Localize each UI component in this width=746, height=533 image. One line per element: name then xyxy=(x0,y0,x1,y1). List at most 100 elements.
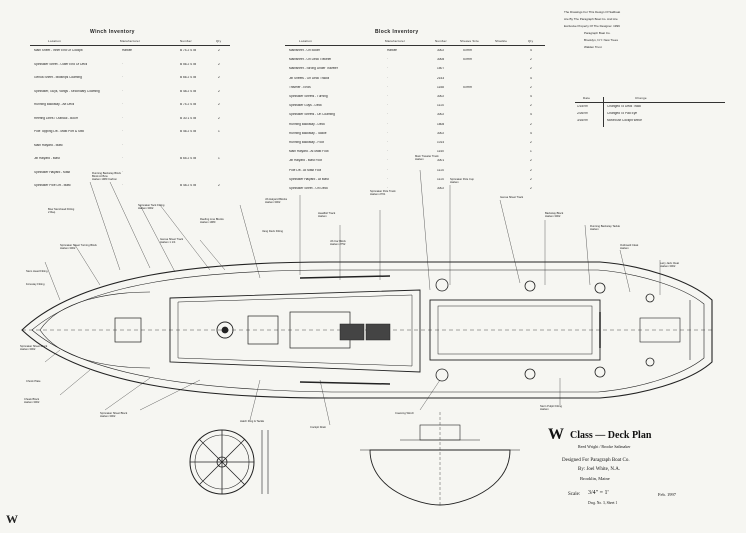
table-cell: B 30.1 STB xyxy=(180,116,197,120)
callout: Spinnaker Pole Cup Harken xyxy=(450,178,474,185)
table-cell: Running Backstay - Deck xyxy=(289,122,325,126)
table-cell: 2 xyxy=(530,141,532,144)
callout: Jib Car Block Harken 2752 xyxy=(330,240,346,247)
table-cell: 1808 xyxy=(437,122,445,126)
class-logo: W xyxy=(548,426,564,443)
callout: Forestay Fitting xyxy=(26,283,45,286)
table-cell: B 46.2 STB xyxy=(180,130,197,133)
header-note-line: Paragraph Boat Co. xyxy=(584,31,611,36)
callout: Vang Deck Fitting xyxy=(262,230,284,233)
table-cell: B 65.2 STB xyxy=(180,157,197,160)
table-cell: " xyxy=(122,184,124,187)
table-cell: 57mm xyxy=(463,49,472,52)
mast xyxy=(216,321,234,339)
table-cell: 2 xyxy=(530,58,532,62)
table-cell: B 48.2 STB xyxy=(180,184,197,187)
table-cell: B 48.2 STB xyxy=(180,89,197,93)
table-cell: " xyxy=(387,104,389,108)
table-cell: " xyxy=(387,177,389,181)
header-note: The Drawings For This Design Of Sailboat… xyxy=(564,8,724,53)
table-cell: Jib Halyard - Mast xyxy=(34,157,60,160)
table-cell: " xyxy=(122,170,124,174)
revision-header-date: Date xyxy=(583,96,591,100)
table-cell: B 66.2 STB xyxy=(180,76,197,79)
wheel-detail xyxy=(189,429,269,495)
callout: Main Traveler Track Harken xyxy=(415,155,439,162)
table-cell: 1014 xyxy=(437,141,445,144)
block-inventory-table: Block Inventory Location Manufacturer Nu… xyxy=(285,30,545,200)
table-cell: " xyxy=(387,187,389,190)
table-cell: 3/16/99 xyxy=(577,119,588,122)
table-cell: Reefing Lines / Outhaul - Boom xyxy=(34,116,79,120)
table-cell: 3001 xyxy=(437,159,445,163)
block-header-manufacturer: Manufacturer xyxy=(385,39,406,43)
table-cell: Spinnaker Halyard - Mast xyxy=(34,170,70,174)
forward-hatch xyxy=(114,317,142,343)
table-cell: Pole Topping Lift - Mast Port & Stbd xyxy=(34,130,85,133)
table-cell: 1507 xyxy=(437,67,445,71)
callout: Outboard Cleat Harken xyxy=(620,244,639,251)
winch-inventory-title: Winch Inventory xyxy=(90,29,135,35)
table-cell: B 56.2 STB xyxy=(180,62,197,66)
header-note-line: Are By The Paragraph Boat Co. And Are xyxy=(564,17,618,22)
table-cell: 1/15/99 xyxy=(577,105,588,108)
table-cell: 2 xyxy=(530,187,532,190)
table-cell: 2153 xyxy=(437,76,445,80)
table-cell: Main Halyard - Mast xyxy=(34,143,63,147)
table-cell: " xyxy=(387,95,389,98)
table-cell: " xyxy=(387,113,389,117)
table-cell: 2 xyxy=(218,62,220,66)
callout: Genoa Sheet Track Harken 1 1/4 xyxy=(160,238,184,245)
block-inventory-title: Block Inventory xyxy=(375,29,419,35)
table-cell: 57mm xyxy=(463,85,472,89)
callout: Genoa Sheet Track xyxy=(500,196,524,199)
table-cell: " xyxy=(387,168,389,172)
callout: Lazy Jack Cleat Harken 3002 xyxy=(660,262,679,269)
cabin-house xyxy=(169,289,421,373)
table-cell: 4 xyxy=(530,76,532,80)
title-block: W Class — Deck Plan Reed Wright / Brooke… xyxy=(548,426,733,516)
table-cell: 2/26/99 xyxy=(577,112,588,115)
table-cell: Spinnaker Sheet - On Deck xyxy=(289,187,328,190)
callout: Headfoil Track Harken xyxy=(318,212,336,219)
table-cell: " xyxy=(122,103,124,106)
winch-inventory-table: Winch Inventory Location Manufacturer Nu… xyxy=(30,30,230,205)
block-header-sheave: Sheave Size xyxy=(460,39,480,43)
callout: Coaming Winch xyxy=(395,412,414,415)
table-cell: Mainsheet - On Boom xyxy=(289,49,321,52)
callout: Spinnaker Sheet Block Harken 3002 xyxy=(100,412,128,419)
table-cell: 1 xyxy=(530,150,532,154)
designer-line: Brooklin, Maine xyxy=(580,476,610,481)
table-cell: Running Backstay - Tackle xyxy=(289,131,327,135)
table-cell: 1114 xyxy=(437,168,444,172)
scale-label: Scale: xyxy=(568,492,581,497)
block-header-qty: Qty xyxy=(528,39,534,43)
table-cell: " xyxy=(387,150,389,154)
callout: Cockpit Drain xyxy=(310,426,327,429)
table-cell: Mainsheet - Strong Under Traveler xyxy=(289,67,338,71)
table-cell: 1 xyxy=(218,157,220,160)
drawing-title: Class — Deck Plan xyxy=(570,430,652,441)
table-cell: 3008 xyxy=(437,58,445,62)
table-cell: " xyxy=(387,131,389,135)
table-cell: 2 xyxy=(530,67,532,71)
block-header-shackle: Shackle xyxy=(495,39,508,43)
hull-section-detail xyxy=(360,412,520,506)
table-cell: 2 xyxy=(530,85,532,89)
table-cell: 2 xyxy=(218,116,220,120)
revision-header-change: Change xyxy=(635,96,647,100)
table-cell: 2 xyxy=(218,49,220,52)
table-cell: 3002 xyxy=(437,131,445,135)
table-cell: 2 xyxy=(218,76,220,79)
designer-line: By: Joel White, N.A. xyxy=(578,467,621,472)
table-cell: Changed To Deck Track xyxy=(607,105,641,108)
table-cell: Jib Sheets - On Deck Tracks xyxy=(289,76,330,80)
callout: Cheek Block Harken 3002 xyxy=(24,398,40,405)
table-cell: " xyxy=(387,67,389,71)
callout: Stern Pulpit Fitting Harken xyxy=(540,405,562,412)
header-note-line: The Drawings For This Design Of Sailboat xyxy=(564,10,621,15)
table-cell: Main Halyard - At Mast Foot xyxy=(289,150,329,154)
header-note-line: Brooklyn, N.Y. New Trees xyxy=(584,37,618,42)
callout: Running Backstay Tackle Harken xyxy=(590,225,620,232)
